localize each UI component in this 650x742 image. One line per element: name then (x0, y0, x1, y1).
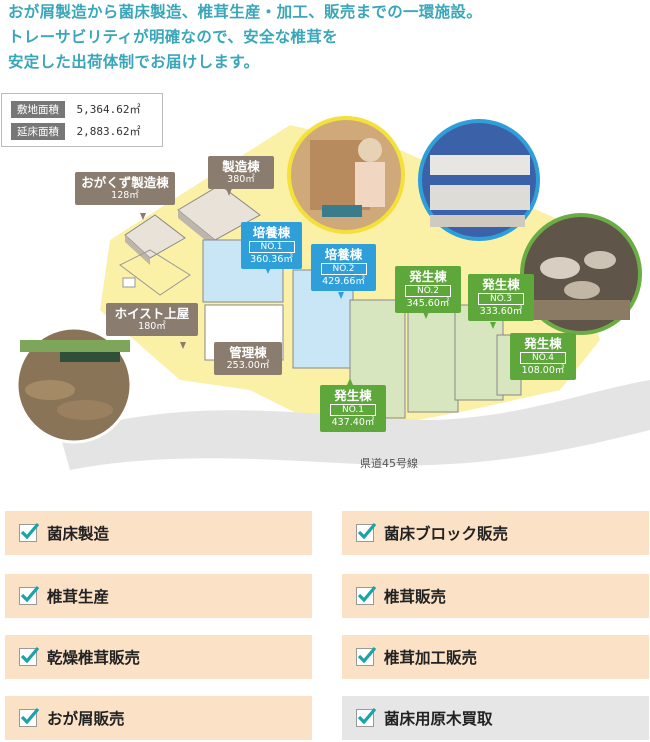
service-item: 菌床用原木買取 (342, 696, 649, 740)
workers-photo (287, 116, 405, 234)
service-item: 乾燥椎茸販売 (5, 635, 312, 679)
packaged-mushrooms-photo (418, 119, 540, 241)
incubation-2-tag: 培養棟 NO.2 429.66㎡ (311, 244, 376, 291)
service-item: 菌床ブロック販売 (342, 511, 649, 555)
growing-4-area: 108.00㎡ (521, 365, 565, 376)
shiitake-photo (520, 213, 642, 335)
floor-area-value: 2,883.62㎡ (76, 125, 141, 138)
growing-2-no: NO.2 (405, 285, 451, 297)
checkmark-icon (356, 585, 377, 605)
service-label: 椎茸販売 (384, 588, 447, 606)
service-label: おが屑販売 (47, 710, 125, 728)
manufacturing-name: 製造棟 (222, 159, 260, 174)
growing-2-tag: 発生棟 NO.2 345.60㎡ (395, 266, 461, 313)
sawdust-building (124, 214, 186, 259)
service-label: 菌床用原木買取 (384, 710, 493, 728)
incubation-1-name: 培養棟 (252, 225, 291, 240)
growing-3-no: NO.3 (478, 293, 524, 305)
hoist-tag: ホイスト上屋 180㎡ (106, 303, 198, 336)
intro-line-1: おが屑製造から菌床製造、椎茸生産・加工、販売までの一環施設。 (8, 3, 483, 21)
service-label: 菌床ブロック販売 (384, 525, 509, 543)
hoist-name: ホイスト上屋 (114, 306, 190, 321)
incubation-2-area: 429.66㎡ (322, 276, 365, 287)
service-item: 椎茸販売 (342, 574, 649, 618)
growing-4-no: NO.4 (520, 352, 566, 364)
growing-2-name: 発生棟 (409, 269, 447, 284)
incubation-1-area: 360.36㎡ (250, 254, 293, 265)
growing-1-area: 437.40㎡ (331, 417, 375, 428)
floor-area-row: 延床面積 2,883.62㎡ (11, 123, 140, 140)
incubation-1-tag: 培養棟 NO.1 360.36㎡ (241, 222, 302, 269)
growing-1-no: NO.1 (330, 404, 376, 416)
sawdust-name: おがくず製造棟 (81, 175, 169, 190)
logs-photo (15, 326, 133, 444)
growing-1-name: 発生棟 (334, 388, 372, 403)
manufacturing-area: 380㎡ (227, 174, 255, 185)
service-label: 椎茸加工販売 (384, 649, 478, 667)
checkmark-icon (356, 707, 377, 727)
service-item: 菌床製造 (5, 511, 312, 555)
floor-area-label: 延床面積 (11, 123, 65, 140)
service-label: 菌床製造 (47, 525, 110, 543)
intro-line-2: トレーサビリティが明確なので、安全な椎茸を (8, 28, 338, 46)
site-map (15, 116, 650, 470)
growing-4-tag: 発生棟 NO.4 108.00㎡ (510, 333, 576, 380)
growing-1-tag: 発生棟 NO.1 437.40㎡ (320, 385, 386, 432)
manufacturing-tag: 製造棟 380㎡ (208, 156, 274, 189)
intro-line-3: 安定した出荷体制でお届けします。 (8, 53, 260, 71)
hoist-area: 180㎡ (138, 321, 166, 332)
growing-3-tag: 発生棟 NO.3 333.60㎡ (468, 274, 534, 321)
checkmark-icon (19, 585, 40, 605)
admin-tag: 管理棟 253.00㎡ (214, 342, 282, 375)
area-summary: 敷地面積 5,364.62㎡ 延床面積 2,883.62㎡ (1, 93, 163, 147)
checkmark-icon (19, 707, 40, 727)
manufacturing-building (177, 184, 261, 241)
road-label: 県道45号線 (360, 457, 418, 470)
growing-3-area: 333.60㎡ (479, 306, 523, 317)
incubation-1-no: NO.1 (248, 241, 295, 253)
site-area-label: 敷地面積 (11, 101, 65, 118)
admin-area: 253.00㎡ (226, 360, 270, 371)
admin-name: 管理棟 (229, 345, 267, 360)
checkmark-icon (356, 646, 377, 666)
growing-4-name: 発生棟 (524, 336, 562, 351)
service-item: おが屑販売 (5, 696, 312, 740)
growing-3-name: 発生棟 (482, 277, 520, 292)
incubation-2-no: NO.2 (320, 263, 367, 275)
service-label: 乾燥椎茸販売 (47, 649, 141, 667)
site-area-row: 敷地面積 5,364.62㎡ (11, 101, 140, 118)
sawdust-area: 128㎡ (111, 190, 139, 201)
growing-2-area: 345.60㎡ (406, 298, 450, 309)
service-item: 椎茸加工販売 (342, 635, 649, 679)
sawdust-tag: おがくず製造棟 128㎡ (75, 172, 175, 205)
checkmark-icon (19, 646, 40, 666)
checkmark-icon (19, 522, 40, 542)
incubation-2-name: 培養棟 (324, 247, 363, 262)
intro-text: おが屑製造から菌床製造、椎茸生産・加工、販売までの一環施設。 トレーサビリティが… (8, 0, 648, 75)
checkmark-icon (356, 522, 377, 542)
service-item: 椎茸生産 (5, 574, 312, 618)
site-area-value: 5,364.62㎡ (76, 103, 141, 116)
service-label: 椎茸生産 (47, 588, 110, 606)
